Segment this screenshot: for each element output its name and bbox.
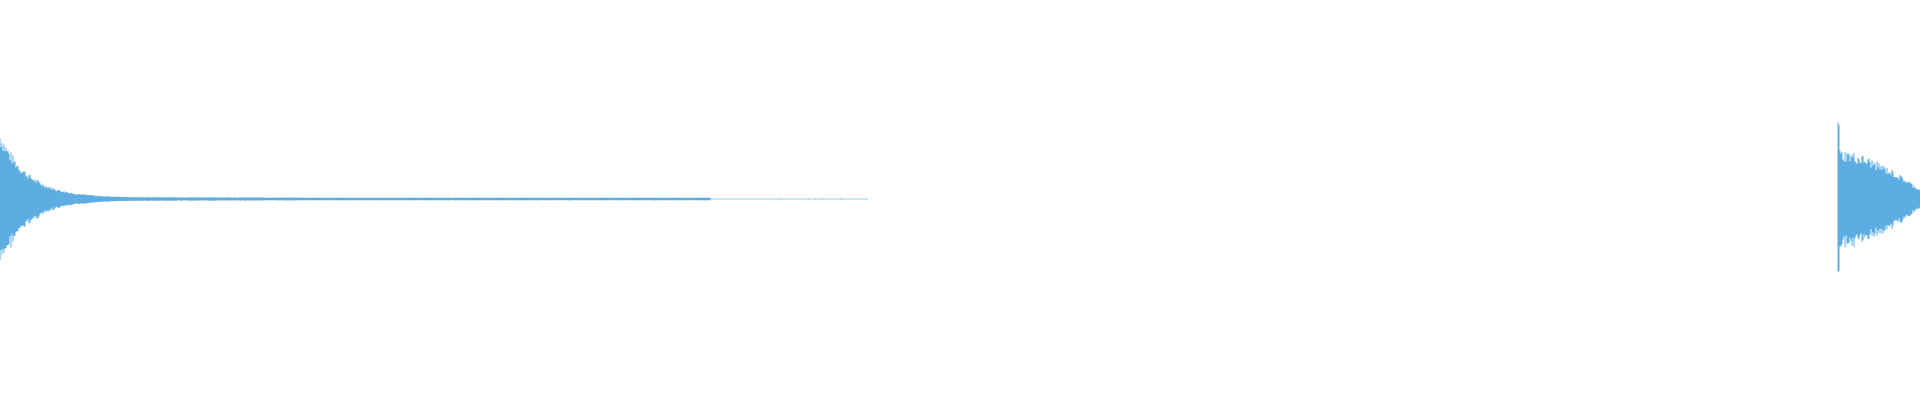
clip-left-envelope bbox=[0, 138, 711, 260]
waveform-sample-dot bbox=[840, 198, 841, 200]
waveform-sample-dot bbox=[822, 198, 823, 200]
waveform-sample-dot bbox=[808, 198, 809, 200]
clip-right-waveform[interactable] bbox=[1837, 122, 1920, 272]
waveform-sample-dot bbox=[780, 198, 781, 200]
clip-right-envelope bbox=[1837, 122, 1920, 272]
clip-left-waveform[interactable] bbox=[0, 138, 841, 260]
waveform-sample-dot bbox=[815, 198, 816, 200]
